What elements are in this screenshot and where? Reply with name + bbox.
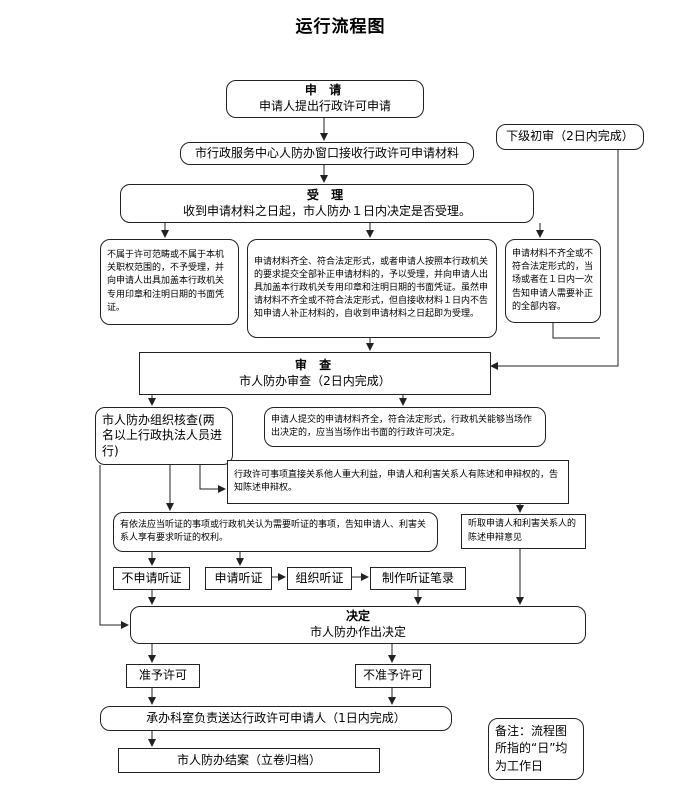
apply-text: 申请人提出行政许可申请	[258, 99, 391, 113]
organize-hearing-box: 组织听证	[287, 567, 352, 590]
note-box: 备注：流程图所指的“日”均为工作日	[488, 718, 584, 780]
archive-box: 市人防办结案（立卷归档）	[118, 748, 380, 773]
decision-heading: 决定	[345, 609, 370, 624]
hearing-record-box: 制作听证笔录	[370, 567, 466, 590]
deny-box: 不准予许可	[355, 664, 431, 688]
grant-box: 准予许可	[126, 664, 200, 688]
review-box: 审 查 市人防办审查（2日内完成）	[139, 352, 491, 395]
page-title: 运行流程图	[295, 17, 386, 37]
verify-box: 市人防办组织核查(两名以上行政执法人员进行)	[95, 407, 233, 465]
decision-text: 市人防办作出决定	[309, 625, 406, 639]
statement-box: 听取申请人和利害关系人的陈述申辩意见	[461, 514, 586, 549]
apply-hearing-box: 申请听证	[205, 567, 272, 590]
review-heading: 审 查	[294, 357, 336, 372]
accepted-box: 申请材料齐全、符合法定形式，或者申请人按照本行政机关的要求提交全部补正申请材料的…	[247, 239, 497, 338]
interest-box: 行政许可事项直接关系他人重大利益，申请人和利害关系人有陈述和申辩权的，告知陈述申…	[227, 460, 569, 504]
lower-review-box: 下级初审（2日内完成）	[496, 124, 644, 150]
receive-box: 市行政服务中心人防办窗口接收行政许可申请材料	[180, 142, 474, 165]
incomplete-box: 申请材料不齐全或不符合法定形式的，当场或者在１日内一次告知申请人需要补正的全部内…	[505, 239, 601, 323]
hearing-notice-box: 有依法应当听证的事项或行政机关认为需要听证的事项，告知申请人、利害关系人享有要求…	[113, 512, 438, 552]
no-hearing-box: 不申请听证	[113, 567, 190, 590]
accept-text: 收到申请材料之日起，市人防办１日内决定是否受理。	[182, 203, 471, 218]
line-incomplete-out	[552, 322, 600, 339]
onsite-decision-box: 申请人提交的申请材料齐全，符合法定形式，行政机关能够当场作出决定的，应当当场作出…	[264, 407, 546, 447]
arrow-verify-interest	[199, 465, 226, 493]
review-text: 市人防办审查（2日内完成）	[239, 373, 391, 388]
accept-heading: 受 理	[306, 187, 348, 202]
reject-box: 不属于许可范畴或不属于本机关职权范围的，不予受理，并向申请人出具加盖本行政机关专…	[100, 239, 239, 325]
apply-box: 申 请 申请人提出行政许可申请	[226, 80, 424, 118]
decision-box: 决定 市人防办作出决定	[130, 606, 586, 644]
accept-box: 受 理 收到申请材料之日起，市人防办１日内决定是否受理。	[120, 184, 534, 223]
apply-heading: 申 请	[304, 83, 346, 98]
deliver-box: 承办科室负责送达行政许可申请人（1日内完成）	[100, 706, 452, 731]
